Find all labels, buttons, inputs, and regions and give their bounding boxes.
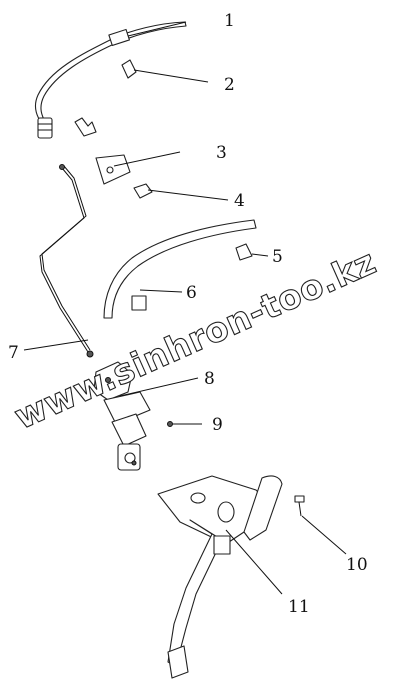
watermark-text: www.sinhron-too.kz <box>9 242 382 438</box>
part-3-bracket <box>95 154 131 185</box>
callout-8: 8 <box>204 369 215 389</box>
callout-4: 4 <box>234 191 245 211</box>
part-7-rod <box>39 164 94 358</box>
callout-1: 1 <box>224 11 235 31</box>
part-6-hose <box>103 219 257 319</box>
callout-11: 11 <box>288 597 310 617</box>
part-2-clip <box>74 59 137 137</box>
callout-9: 9 <box>212 415 223 435</box>
part-4-clamp <box>133 183 153 199</box>
callout-2: 2 <box>224 75 235 95</box>
callout-numbers: 1 2 3 4 5 6 7 8 9 10 11 <box>8 11 368 617</box>
callout-10: 10 <box>346 555 368 575</box>
callout-7: 7 <box>8 343 19 363</box>
callout-6: 6 <box>186 283 197 303</box>
part-1-hose <box>34 21 187 139</box>
part-11-pedal <box>157 475 283 679</box>
leader-lines <box>23 21 347 595</box>
part-5-clip <box>235 243 253 261</box>
callout-3: 3 <box>216 143 227 163</box>
part-10-screw <box>294 495 305 517</box>
part-9-bolt <box>131 421 173 466</box>
callout-5: 5 <box>272 247 283 267</box>
part-8-valve <box>93 361 151 471</box>
